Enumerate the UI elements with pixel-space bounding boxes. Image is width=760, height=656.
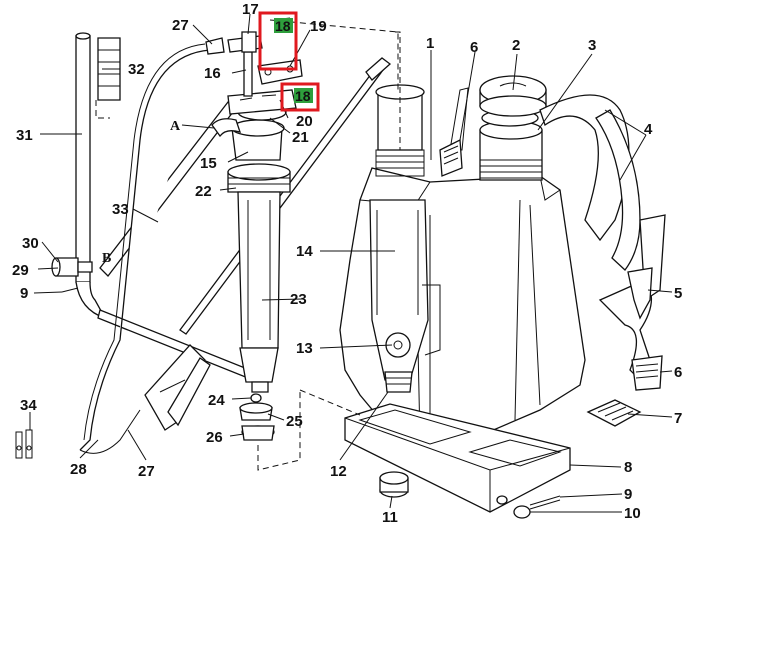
strap-clip: [586, 399, 642, 427]
hose-coupling: [51, 257, 93, 277]
callout-19: 19: [310, 18, 327, 35]
pump-cylinder-internal: [369, 199, 429, 393]
leader-lines: [29, 13, 673, 513]
callout-23: 23: [290, 291, 307, 308]
callout-9-left: 9: [20, 285, 28, 302]
spray-hose: [79, 49, 211, 451]
tank-cap: [479, 75, 547, 117]
highlight-18-bottom-label: 18: [295, 88, 311, 104]
callout-34: 34: [20, 397, 37, 414]
pump-assembly: [205, 31, 303, 393]
callout-10: 10: [624, 505, 641, 522]
callout-8: 8: [624, 459, 632, 476]
highlight-18-top[interactable]: 18: [258, 11, 298, 71]
callout-16: 16: [204, 65, 221, 82]
callout-7: 7: [674, 410, 682, 427]
o-ring: [513, 505, 531, 519]
callout-15: 15: [200, 155, 217, 172]
callout-20: 20: [296, 113, 313, 130]
callout-4: 4: [644, 121, 653, 138]
guide-line-frame: [269, 19, 399, 92]
base-tray: [344, 403, 571, 513]
callout-6-bottom: 6: [674, 364, 682, 381]
callout-9-right: 9: [624, 486, 632, 503]
trigger-handle: [144, 344, 211, 431]
strap-buckle: [627, 267, 653, 320]
callout-25: 25: [286, 413, 303, 430]
guide-line-pump: [257, 389, 361, 471]
small-parts-kit: [15, 429, 33, 459]
section-marker-a: A: [170, 119, 181, 134]
strap-adjuster-top: [439, 138, 463, 177]
callout-12: 12: [330, 463, 347, 480]
retaining-pin: [529, 495, 561, 510]
callout-28: 28: [70, 461, 87, 478]
callout-30: 30: [22, 235, 39, 252]
callout-13: 13: [296, 340, 313, 357]
callout-27-bottom: 27: [138, 463, 155, 480]
callout-29: 29: [12, 262, 29, 279]
valve-parts: [239, 393, 275, 441]
highlight-18-top-label: 18: [275, 18, 291, 34]
callout-2: 2: [512, 37, 520, 54]
lance-tube: [75, 32, 107, 320]
callout-26: 26: [206, 429, 223, 446]
callout-14: 14: [296, 243, 313, 260]
callout-11: 11: [382, 509, 398, 526]
lance-nozzle: [365, 57, 392, 81]
highlight-18-bottom[interactable]: 18: [280, 82, 320, 112]
drain-nut: [379, 471, 409, 498]
callout-5: 5: [674, 285, 682, 302]
callout-21: 21: [292, 129, 309, 146]
callout-17: 17: [242, 1, 259, 18]
callout-labels: 1 2 3 4 5 6 6 7 8 9 9 10 11 12 13 14 15 …: [12, 1, 682, 526]
callout-33: 33: [112, 201, 129, 218]
callout-24: 24: [208, 392, 225, 409]
main-filler-neck: [479, 109, 543, 181]
section-marker-b: B: [102, 251, 111, 266]
pin-left: [61, 287, 79, 293]
callout-6-top: 6: [470, 39, 478, 56]
callout-31: 31: [16, 127, 33, 144]
mount-bracket: [211, 118, 242, 138]
grip-guide-dashed: [95, 100, 110, 119]
callout-1: 1: [426, 35, 434, 52]
callout-27-top: 27: [172, 17, 189, 34]
tank-bracket: [422, 284, 441, 356]
strap-adjuster-bottom: [631, 355, 663, 391]
callout-32: 32: [128, 61, 145, 78]
callout-22: 22: [195, 183, 212, 200]
callout-3: 3: [588, 37, 596, 54]
